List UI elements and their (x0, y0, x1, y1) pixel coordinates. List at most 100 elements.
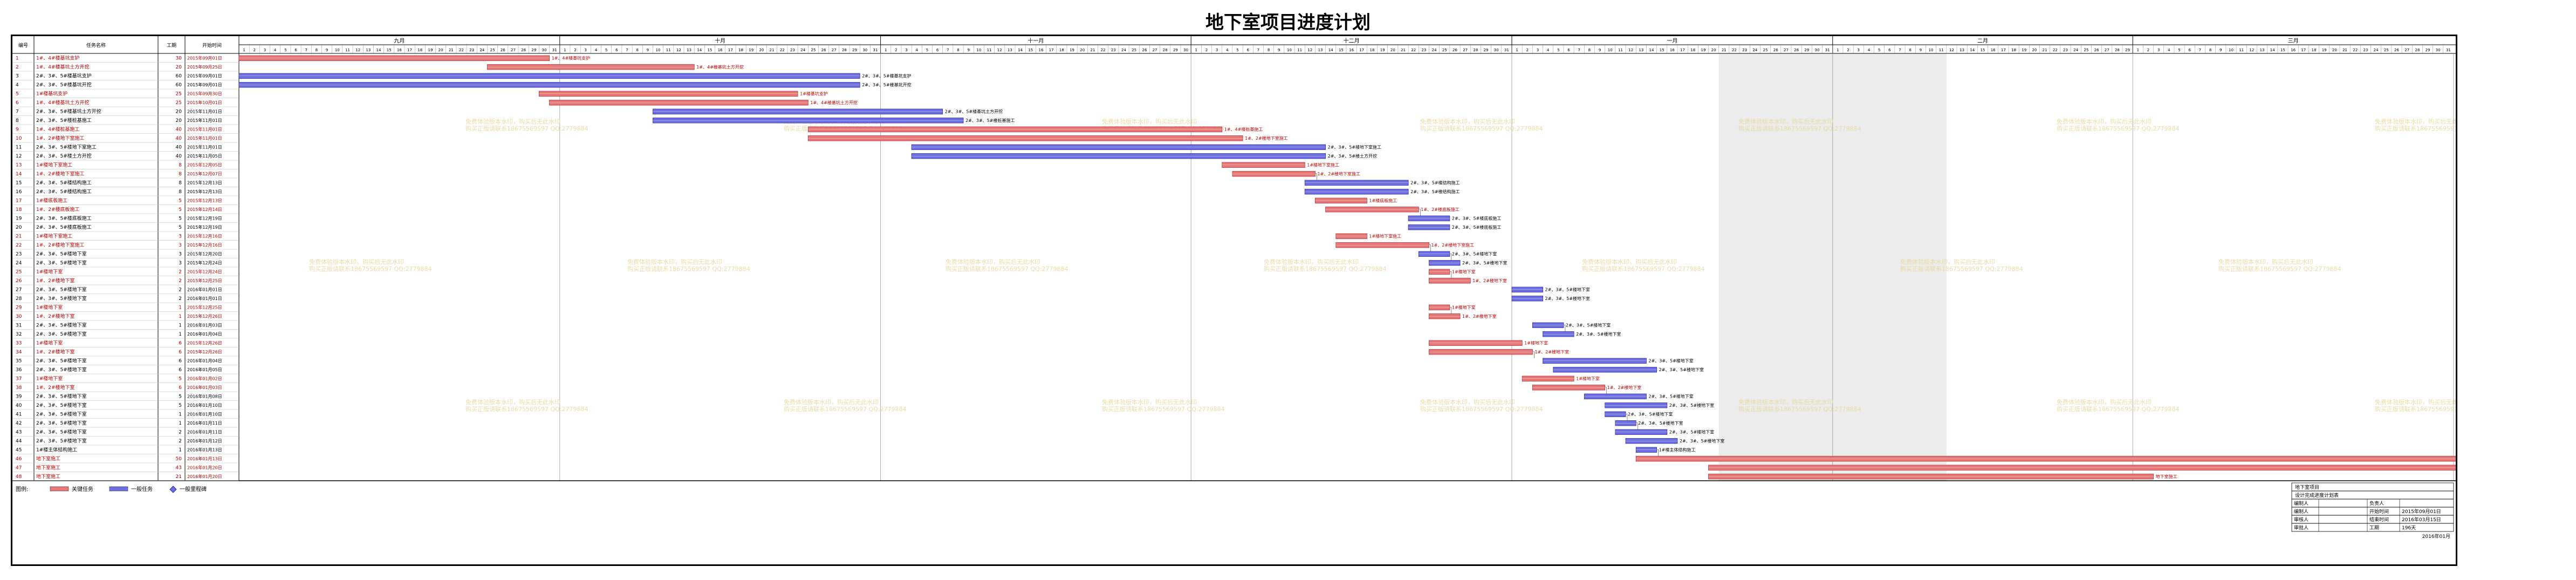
row-seq: 23 (16, 251, 22, 257)
day-label: 15 (2280, 48, 2285, 52)
row-seq: 33 (16, 340, 22, 346)
watermark-text: 免费体验版本水印，购买后无此水印 (2375, 118, 2456, 125)
gantt-bar-label: 2#、3#、5#楼地下室 (1669, 429, 1714, 434)
day-label: 4 (1226, 48, 1229, 52)
day-label: 27 (1153, 48, 1157, 52)
day-label: 22 (1411, 48, 1416, 52)
row-start: 2015年09月01日 (187, 55, 222, 60)
day-label: 13 (1960, 48, 1964, 52)
day-label: 29 (2125, 48, 2130, 52)
row-duration: 5 (179, 198, 182, 203)
gantt-bar-label: 2#、3#、5#楼地下室 (1452, 251, 1497, 256)
day-label: 24 (800, 48, 805, 52)
watermark-text: 免费体验版本水印，购买后无此水印 (1264, 258, 1359, 265)
row-start: 2016年01月01日 (187, 286, 222, 292)
day-label: 30 (542, 48, 547, 52)
day-label: 23 (790, 48, 795, 52)
day-label: 6 (1246, 48, 1249, 52)
day-label: 20 (759, 48, 764, 52)
day-label: 9 (967, 48, 969, 52)
day-label: 27 (1784, 48, 1789, 52)
row-name: 2#、3#、5#楼地下室 (36, 250, 87, 257)
row-duration: 6 (179, 367, 182, 373)
month-label: 九月 (394, 38, 405, 44)
day-label: 16 (1039, 48, 1044, 52)
row-seq: 17 (16, 198, 22, 203)
watermark-text: 购买正版请联系18675569597 QQ:2779884 (465, 405, 588, 413)
row-name: 2#、3#、5#楼地下室 (36, 420, 87, 426)
day-label: 12 (676, 48, 681, 52)
info-cell: 设计完成进度计划表 (2295, 492, 2339, 499)
row-duration: 1 (179, 412, 182, 417)
month-label: 十月 (715, 37, 725, 44)
day-label: 29 (852, 48, 857, 52)
gantt-bar-label: 1#、2#楼地下室 (1462, 313, 1497, 319)
day-label: 7 (626, 48, 628, 52)
day-label: 1 (243, 48, 245, 52)
gantt-bar-label: 1#楼地下室 (1576, 376, 1600, 381)
row-duration: 1 (179, 421, 182, 426)
day-label: 25 (490, 48, 495, 52)
day-label: 27 (2105, 48, 2109, 52)
info-cell: 审批人 (2294, 524, 2308, 531)
row-duration: 8 (179, 172, 182, 177)
day-label: 16 (397, 48, 402, 52)
day-label: 31 (552, 48, 557, 52)
row-start: 2015年12月13日 (187, 189, 222, 194)
day-label: 12 (1628, 48, 1633, 52)
row-name: 1#楼底板施工 (36, 197, 67, 203)
day-label: 23 (1111, 48, 1116, 52)
info-cell: 审核人 (2294, 516, 2308, 523)
day-label: 4 (916, 48, 919, 52)
row-seq: 2 (16, 65, 19, 70)
row-start: 2015年12月16日 (187, 242, 222, 248)
row-start: 2015年12月05日 (187, 162, 222, 167)
watermark-text: 购买正版请联系18675569597 QQ:2779884 (2375, 125, 2456, 132)
day-label: 7 (947, 48, 949, 52)
day-label: 12 (1949, 48, 1954, 52)
watermark-text: 免费体验版本水印，购买后无此水印 (2057, 398, 2152, 406)
day-label: 10 (976, 48, 981, 52)
day-label: 2 (1526, 48, 1529, 52)
row-seq: 3 (16, 73, 19, 79)
day-label: 10 (335, 48, 340, 52)
row-duration: 1 (179, 447, 182, 453)
day-label: 5 (1236, 48, 1238, 52)
row-start: 2015年12月25日 (187, 278, 222, 283)
row-name: 地下室施工 (36, 464, 60, 470)
day-label: 26 (501, 48, 505, 52)
day-label: 15 (1981, 48, 1985, 52)
row-duration: 2 (179, 278, 182, 284)
day-label: 4 (274, 48, 277, 52)
day-label: 22 (2353, 48, 2358, 52)
row-start: 2016年01月12日 (187, 438, 222, 443)
watermark-text: 购买正版请联系18675569597 QQ:2779884 (1738, 405, 1861, 413)
watermark-text: 购买正版请联系18675569597 QQ:2779884 (2057, 405, 2180, 413)
row-seq: 13 (16, 162, 22, 168)
day-label: 12 (1307, 48, 1312, 52)
row-name: 2#、3#、5#楼地下室 (36, 260, 87, 266)
row-name: 1#楼主体结构施工 (36, 446, 77, 453)
chart-title: 地下室项目进度计划 (1205, 12, 1371, 33)
gantt-bar-label: 2#、3#、5#楼地下室 (1566, 322, 1611, 327)
row-duration: 21 (176, 474, 182, 480)
dependency-link (1429, 244, 1431, 251)
day-label: 19 (2022, 48, 2026, 52)
legend-milestone-icon (169, 486, 177, 493)
row-seq: 31 (16, 323, 22, 328)
day-label: 5 (1557, 48, 1559, 52)
day-label: 9 (1278, 48, 1280, 52)
gantt-bar-label: 1#楼地下室 (1452, 304, 1476, 310)
day-label: 7 (305, 48, 307, 52)
day-label: 15 (387, 48, 392, 52)
day-label: 27 (1463, 48, 1468, 52)
month-label: 十一月 (1027, 37, 1044, 44)
day-label: 29 (531, 48, 536, 52)
row-start: 2015年11月01日 (187, 135, 222, 141)
day-label: 13 (2260, 48, 2265, 52)
day-label: 8 (2209, 48, 2211, 52)
day-label: 20 (1711, 48, 1716, 52)
day-label: 3 (2157, 48, 2160, 52)
watermark-text: 购买正版请联系18675569597 QQ:2779884 (2375, 405, 2456, 413)
watermark-text: 购买正版请联系18675569597 QQ:2779884 (1420, 125, 1543, 132)
